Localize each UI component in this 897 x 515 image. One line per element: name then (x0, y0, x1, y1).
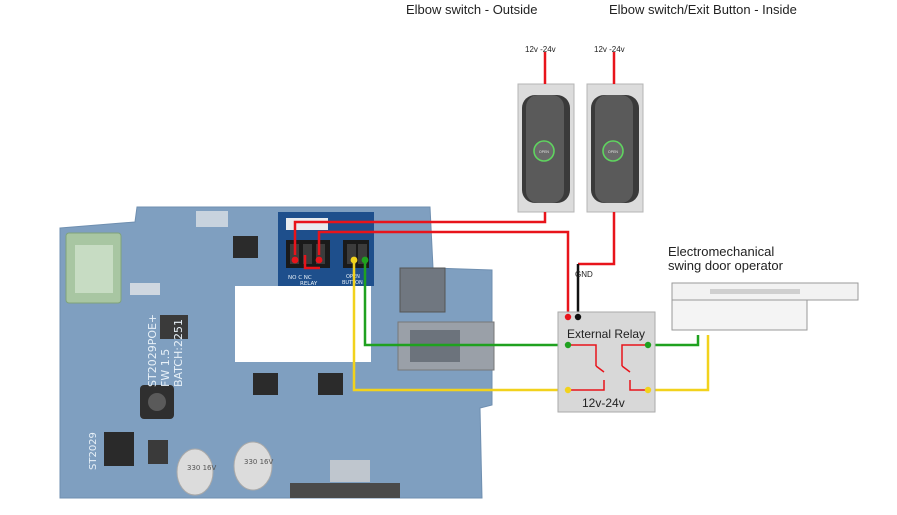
gnd-label: GND (575, 270, 593, 279)
switch-outside: OPEN (517, 83, 575, 213)
rj45-port-1 (399, 267, 446, 313)
board-model: ST2029POE+ (146, 314, 159, 387)
relay-title: External Relay (567, 327, 645, 341)
ic-chip (104, 432, 134, 466)
terminal-block-power (233, 236, 258, 258)
operator-title-line1: Electromechanical (668, 244, 774, 259)
door-operator (671, 282, 859, 331)
relay-component (286, 218, 328, 230)
terminal-block-lower-1 (253, 373, 278, 395)
wire-red-inside (578, 212, 616, 266)
wire-green-left (363, 257, 568, 347)
wire-red-jumper (303, 255, 320, 270)
switch-outside-button (533, 140, 555, 162)
relay-terminal-label: NO C NC (288, 275, 312, 281)
wire-red-relay (317, 230, 570, 317)
relay-label: RELAY (300, 281, 318, 287)
board-cutout (235, 286, 371, 362)
board-firmware: FW 1.5 (159, 349, 172, 387)
operator-title-line2: swing door operator (668, 258, 784, 273)
switch-inside-button (602, 140, 624, 162)
capacitor-2 (233, 441, 273, 491)
relay-box (557, 311, 656, 413)
switch-inside-button-text: OPEN (608, 150, 618, 154)
switch-outside-voltage: 12v -24v (525, 45, 556, 54)
operator-body (671, 299, 808, 331)
controller-board: 330 16V 330 16V ST2029POE+ FW 1.5 BATCH:… (59, 206, 495, 499)
switch-inside-title: Elbow switch/Exit Button - Inside (609, 2, 797, 17)
wires (293, 52, 710, 392)
terminal-block-lower-2 (318, 373, 343, 395)
cap2-label: 330 16V (244, 458, 273, 466)
wire-yellow-left (352, 257, 568, 392)
relay-voltage: 12v-24v (582, 396, 625, 410)
board-side-label: ST2029 (88, 432, 99, 470)
cap1-label: 330 16V (187, 464, 216, 472)
bottom-connector (290, 483, 400, 498)
terminal-dots (291, 256, 652, 394)
wire-green-right (648, 335, 700, 347)
switch-inside-voltage: 12v -24v (594, 45, 625, 54)
capacitor-1 (176, 448, 214, 496)
switch-inside: OPEN (586, 83, 644, 213)
wire-yellow-right (648, 335, 710, 392)
switch-outside-button-text: OPEN (539, 150, 549, 154)
board-batch: BATCH:2251 (172, 319, 185, 387)
open-button-label2: BUTTON (342, 280, 363, 286)
switch-outside-title: Elbow switch - Outside (406, 2, 538, 17)
wire-red-outside (293, 212, 547, 255)
external-relay (557, 311, 656, 413)
